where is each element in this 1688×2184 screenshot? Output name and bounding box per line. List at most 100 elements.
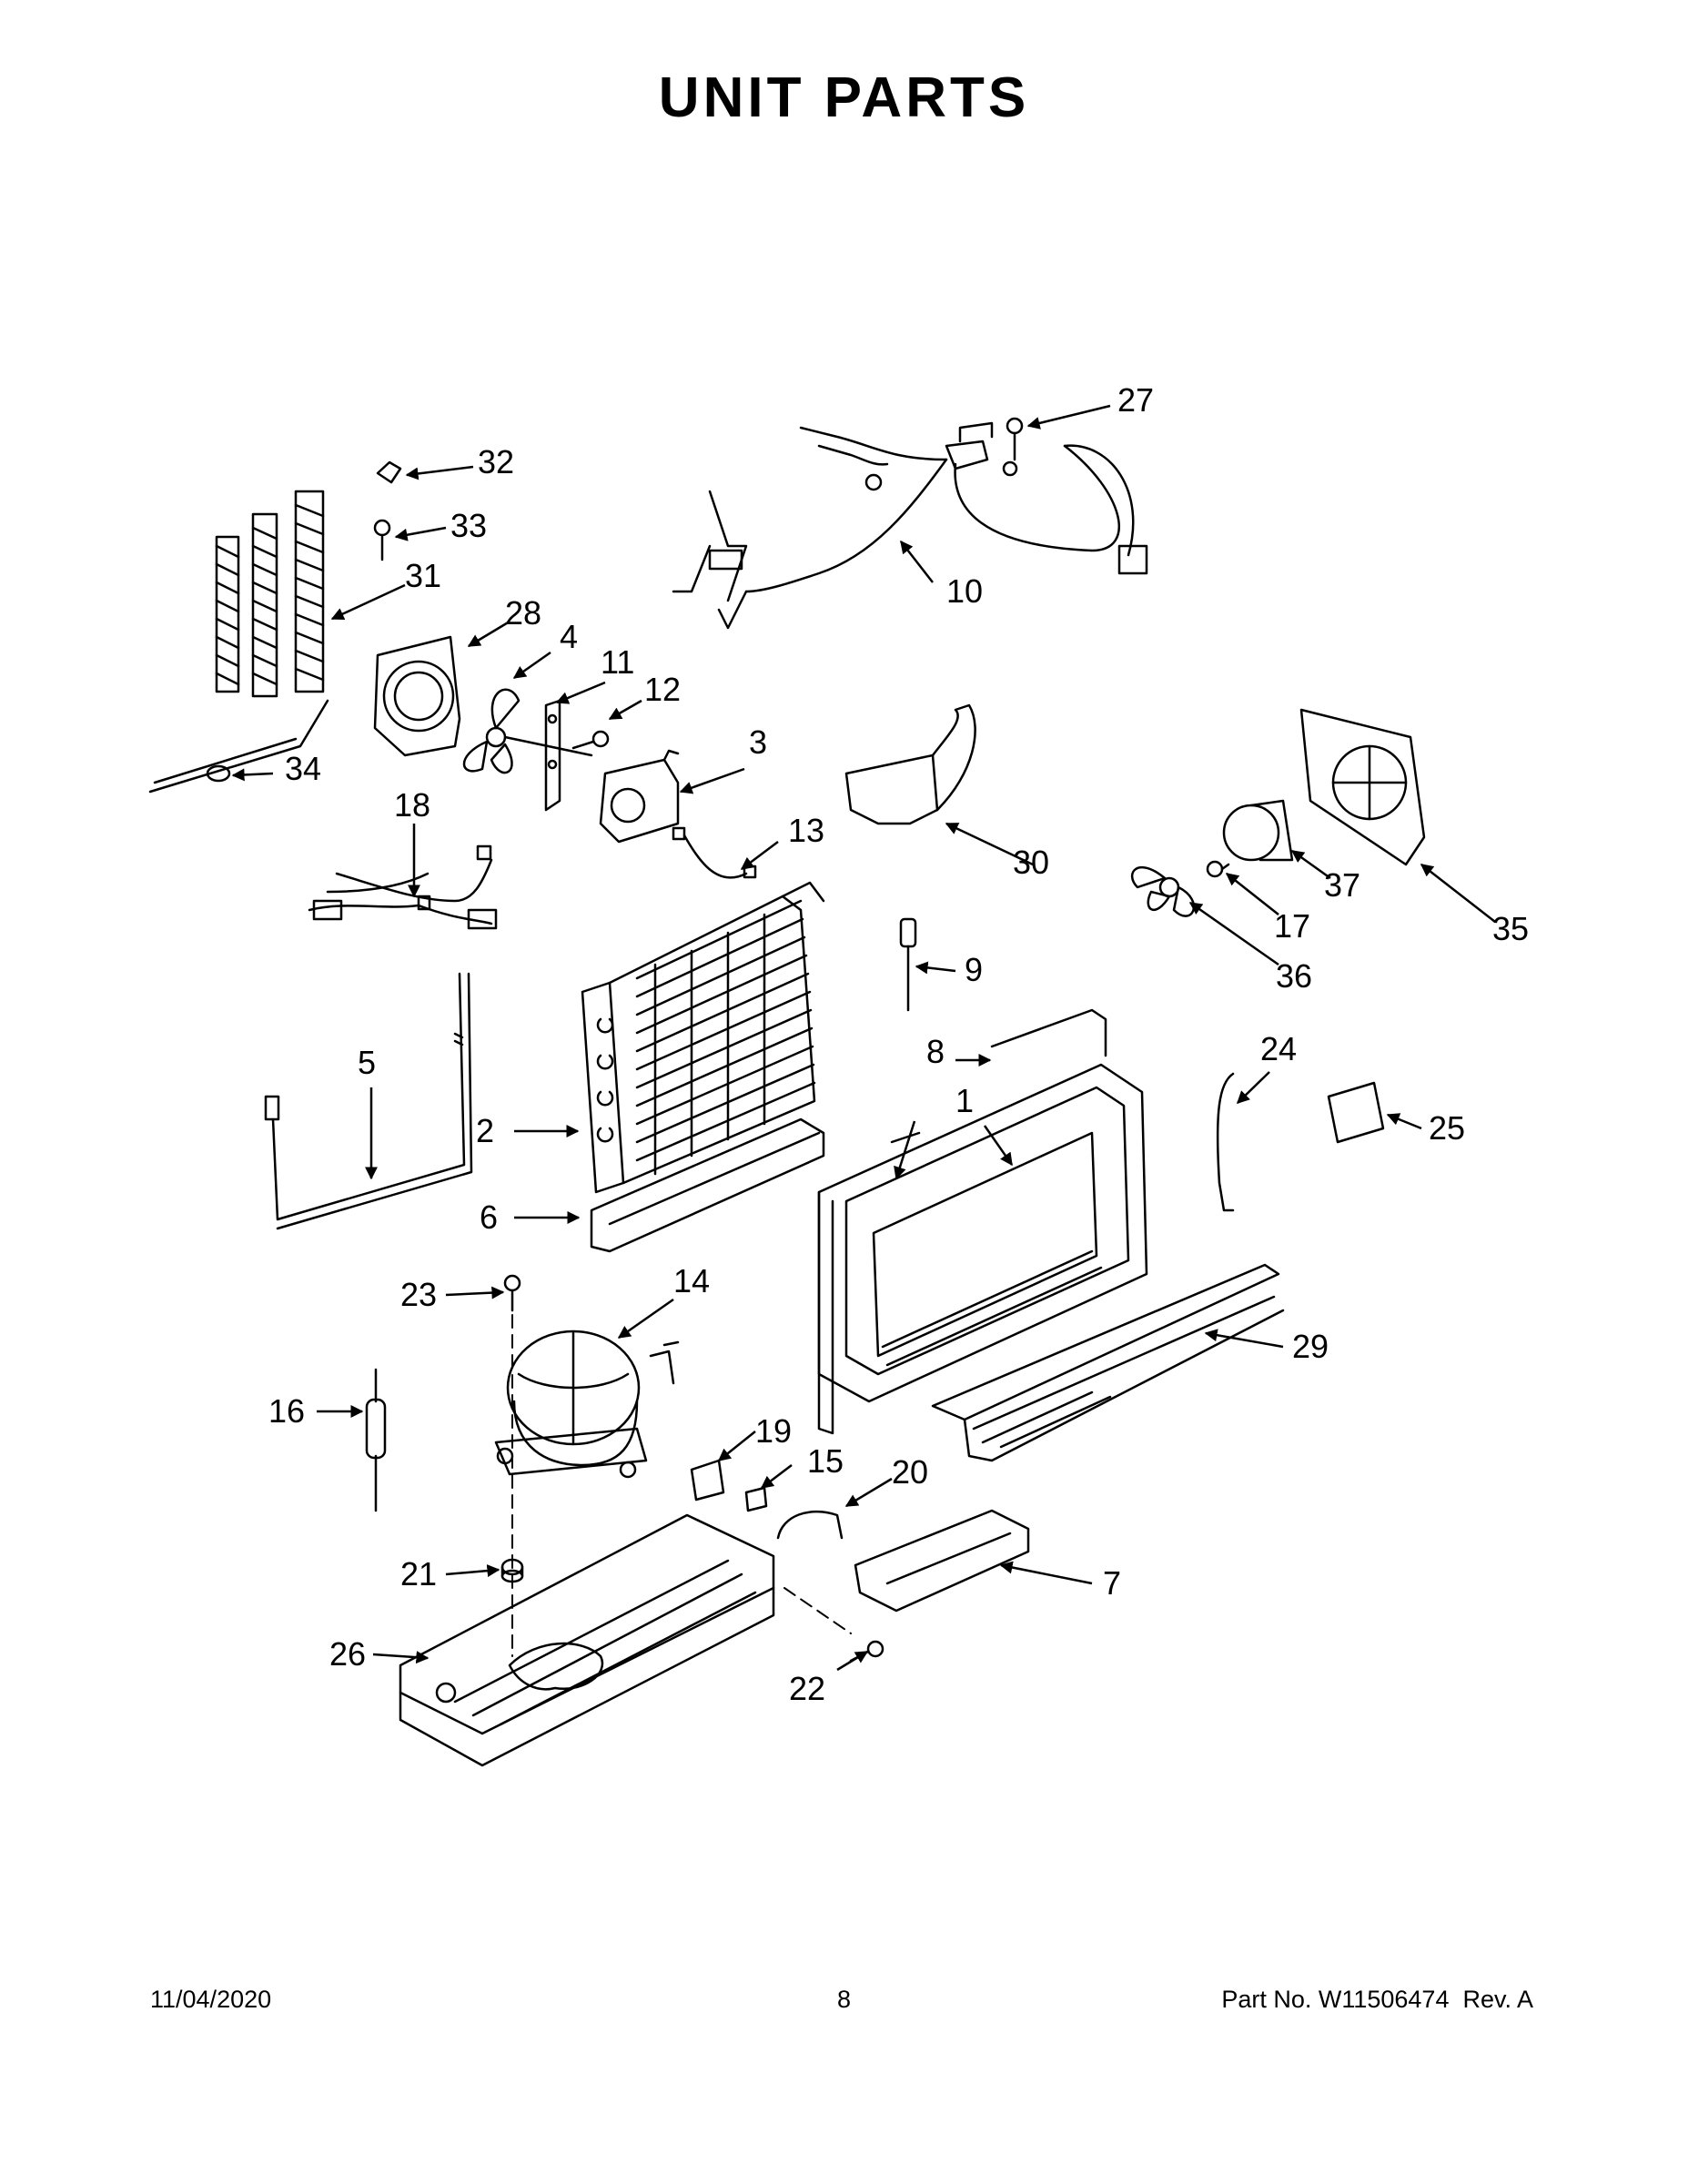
mounting-line — [783, 1587, 852, 1634]
motor-bracket — [544, 699, 561, 812]
callout-4: 4 — [560, 618, 578, 655]
control-board — [1327, 1081, 1385, 1144]
callout-9: 9 — [965, 951, 983, 988]
leader-arrow — [945, 822, 1034, 866]
leader-arrow — [608, 699, 642, 721]
callout-15: 15 — [807, 1442, 844, 1480]
leader-arrow — [983, 1125, 1014, 1167]
start-relay — [690, 1459, 725, 1502]
leader-arrow — [394, 526, 447, 541]
callout-26: 26 — [329, 1635, 366, 1673]
screw — [503, 1274, 521, 1312]
callout-13: 13 — [788, 812, 824, 849]
condenser-fan-motor — [599, 749, 680, 844]
leader-arrow — [894, 1120, 916, 1180]
screw — [373, 519, 391, 561]
leader-arrow — [740, 841, 779, 870]
callout-12: 12 — [644, 671, 681, 708]
leader-arrow — [1225, 873, 1279, 915]
leader-arrow — [372, 1651, 430, 1664]
callout-37: 37 — [1324, 866, 1360, 904]
compressor — [494, 1330, 680, 1479]
page-title: UNIT PARTS — [658, 66, 1030, 129]
thermistor — [899, 917, 917, 1012]
wire-clip — [776, 1511, 844, 1540]
leader-arrow — [1236, 1071, 1270, 1104]
leader-arrow — [512, 651, 551, 680]
leader-arrow — [717, 1431, 756, 1461]
callout-33: 33 — [450, 507, 487, 544]
callout-25: 25 — [1429, 1109, 1465, 1147]
callout-16: 16 — [268, 1392, 305, 1430]
main-wire-harness — [672, 421, 1148, 630]
callout-3: 3 — [749, 723, 767, 761]
print-date: 11/04/2020 — [150, 1986, 272, 2013]
callout-24: 24 — [1260, 1030, 1297, 1067]
leader-arrow — [405, 465, 474, 480]
leader-arrow — [844, 1477, 893, 1508]
page-number: 8 — [836, 1986, 852, 2013]
leader-arrow — [679, 767, 745, 794]
leader-arrow — [1026, 404, 1111, 430]
callout-22: 22 — [789, 1670, 825, 1707]
grommet — [206, 764, 231, 783]
leader-arrow — [617, 1298, 674, 1340]
clip — [376, 460, 402, 484]
callout-28: 28 — [505, 594, 541, 632]
leader-arrow — [836, 1650, 869, 1672]
fan-motor-wire — [672, 826, 757, 879]
callout-14: 14 — [673, 1262, 710, 1299]
callout-27: 27 — [1117, 381, 1154, 419]
evaporator-coil — [581, 881, 825, 1194]
callout-2: 2 — [476, 1112, 494, 1149]
fan-blade-nut — [1206, 860, 1230, 878]
callout-23: 23 — [400, 1276, 437, 1313]
callout-19: 19 — [755, 1412, 792, 1450]
callout-10: 10 — [946, 572, 983, 610]
base-plate — [399, 1513, 775, 1767]
callout-35: 35 — [1492, 910, 1529, 947]
callout-20: 20 — [892, 1453, 928, 1491]
callout-8: 8 — [926, 1033, 945, 1070]
leader-arrow — [1204, 1329, 1284, 1349]
overload-protector — [744, 1486, 768, 1512]
machine-compartment-cover — [931, 1263, 1285, 1462]
leader-arrow — [231, 768, 274, 782]
drain-trough — [590, 1117, 825, 1253]
callout-5: 5 — [358, 1044, 376, 1081]
leader-arrow — [900, 540, 934, 583]
callout-21: 21 — [400, 1555, 437, 1592]
gasket — [890, 1131, 921, 1144]
callout-31: 31 — [405, 557, 441, 594]
drain-pan — [854, 1509, 1030, 1613]
callout-11: 11 — [601, 643, 634, 681]
leader-arrow — [1386, 1113, 1422, 1130]
leader-arrow — [467, 620, 510, 648]
filter-drier — [365, 1368, 387, 1512]
leader-arrow — [915, 961, 956, 975]
leader-arrow — [555, 681, 606, 704]
leader-arrow — [1420, 864, 1496, 923]
air-duct-cover — [844, 703, 976, 825]
condenser-coil — [148, 490, 329, 794]
callout-6: 6 — [480, 1198, 498, 1236]
sensor-wire — [1216, 1072, 1235, 1212]
part-number: Part No. W11506474 Rev. A — [1221, 1986, 1533, 2013]
callout-34: 34 — [285, 750, 321, 787]
defrost-heater — [264, 972, 473, 1230]
screw — [1006, 417, 1024, 461]
evaporator-fan-housing — [1299, 708, 1426, 866]
evaporator-fan-motor — [1222, 799, 1294, 862]
leader-arrow — [999, 1561, 1093, 1585]
leader-arrow — [1188, 901, 1279, 966]
callout-18: 18 — [394, 786, 430, 824]
screw — [571, 730, 610, 750]
leader-arrow — [1290, 849, 1331, 880]
callout-1: 1 — [955, 1082, 974, 1119]
leader-arrow — [760, 1464, 793, 1489]
evaporator-cover — [817, 1063, 1148, 1435]
evaporator-fan-blade — [1130, 866, 1196, 917]
callout-32: 32 — [478, 443, 514, 480]
wire-harness — [308, 844, 498, 930]
